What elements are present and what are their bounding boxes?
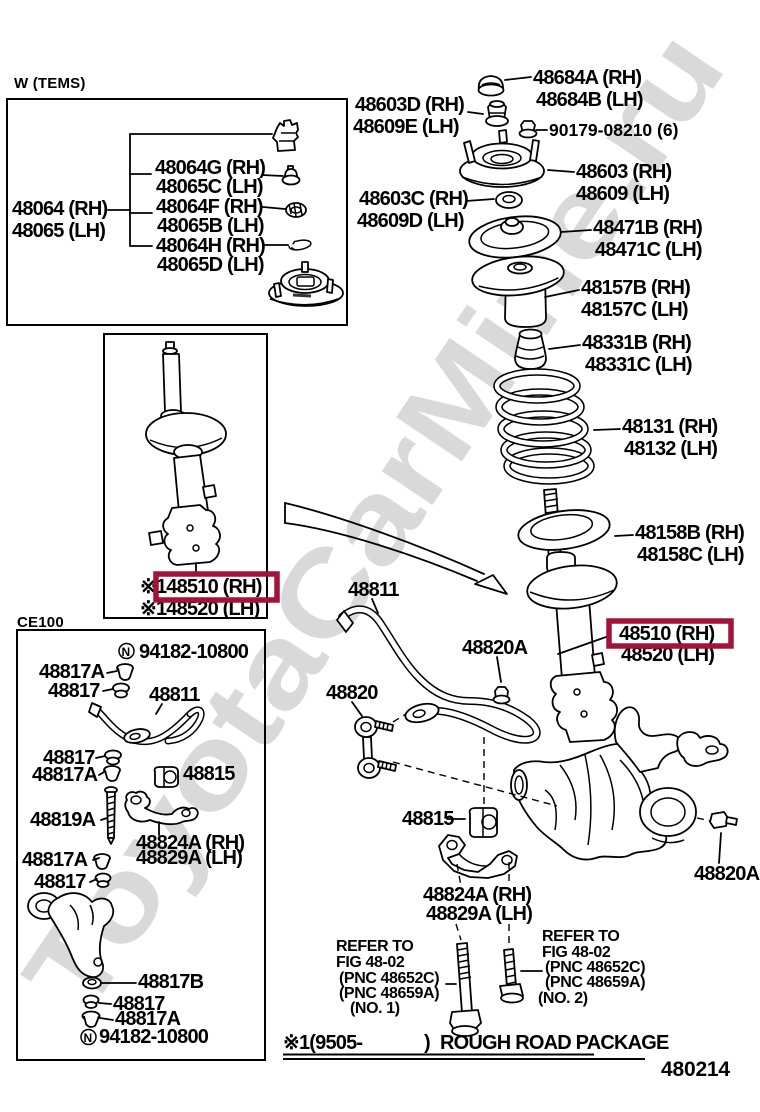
svg-text:48824A (RH): 48824A (RH) [136, 832, 244, 854]
svg-text:(PNC 48659A): (PNC 48659A) [339, 985, 439, 1002]
svg-text:W (TEMS): W (TEMS) [14, 75, 86, 92]
svg-text:48820A: 48820A [694, 863, 760, 885]
svg-text:(PNC 48659A): (PNC 48659A) [545, 974, 645, 991]
svg-text:(PNC 48652C): (PNC 48652C) [545, 959, 645, 976]
svg-text:48820: 48820 [326, 682, 378, 704]
svg-text:48064H (RH): 48064H (RH) [156, 235, 265, 257]
svg-text:48609D (LH): 48609D (LH) [357, 210, 464, 232]
svg-text:N: N [84, 1031, 93, 1045]
svg-text:48064F (RH): 48064F (RH) [156, 196, 263, 218]
svg-text:48811: 48811 [149, 684, 200, 706]
svg-text:(NO. 1): (NO. 1) [350, 1000, 400, 1017]
svg-text:48817: 48817 [113, 993, 165, 1015]
svg-text:48471C (LH): 48471C (LH) [595, 239, 702, 261]
svg-text:480214: 480214 [661, 1058, 730, 1081]
svg-text:48157C (LH): 48157C (LH) [581, 299, 688, 321]
svg-text:48817A: 48817A [39, 661, 105, 683]
svg-text:94182-10800: 94182-10800 [99, 1026, 209, 1048]
svg-text:(PNC 48652C): (PNC 48652C) [339, 970, 439, 987]
svg-text:48819A: 48819A [30, 809, 96, 831]
svg-text:48064 (RH): 48064 (RH) [12, 198, 108, 220]
svg-text:): ) [424, 1032, 430, 1054]
svg-text:CE100: CE100 [17, 614, 64, 631]
svg-text:48603D (RH): 48603D (RH) [355, 94, 464, 116]
svg-text:48603C (RH): 48603C (RH) [359, 188, 468, 210]
svg-text:48824A (RH): 48824A (RH) [423, 884, 531, 906]
svg-text:48817B: 48817B [138, 971, 204, 993]
svg-text:48817: 48817 [43, 747, 95, 769]
svg-text:48817: 48817 [34, 871, 86, 893]
svg-text:48065 (LH): 48065 (LH) [12, 220, 105, 242]
svg-text:※1(9505-: ※1(9505- [283, 1032, 362, 1054]
svg-text:48609 (LH): 48609 (LH) [576, 183, 669, 205]
svg-text:48829A (LH): 48829A (LH) [136, 847, 242, 869]
svg-text:48609E (LH): 48609E (LH) [353, 116, 459, 138]
svg-text:48510 (RH): 48510 (RH) [619, 623, 715, 645]
svg-text:48132 (LH): 48132 (LH) [624, 438, 717, 460]
svg-text:※148510 (RH): ※148510 (RH) [140, 576, 262, 598]
svg-text:48331C (LH): 48331C (LH) [585, 354, 692, 376]
svg-text:48811: 48811 [348, 579, 399, 601]
svg-text:48158B (RH): 48158B (RH) [635, 522, 744, 544]
svg-text:48817: 48817 [48, 680, 100, 702]
svg-text:REFER TO: REFER TO [336, 938, 413, 955]
svg-text:FIG 48-02: FIG 48-02 [542, 944, 611, 961]
svg-text:48684B (LH): 48684B (LH) [536, 89, 643, 111]
svg-text:48065B (LH): 48065B (LH) [157, 215, 264, 237]
svg-text:48815: 48815 [183, 763, 235, 785]
svg-text:FIG 48-02: FIG 48-02 [336, 954, 405, 971]
svg-text:48520 (LH): 48520 (LH) [621, 644, 714, 666]
svg-text:48817A: 48817A [32, 764, 98, 786]
svg-text:N: N [122, 645, 131, 659]
svg-text:48157B (RH): 48157B (RH) [581, 277, 690, 299]
svg-text:(NO. 2): (NO. 2) [538, 990, 588, 1007]
svg-text:ROUGH ROAD PACKAGE: ROUGH ROAD PACKAGE [440, 1032, 669, 1054]
svg-text:48817A: 48817A [115, 1008, 181, 1030]
svg-text:48131 (RH): 48131 (RH) [622, 416, 718, 438]
svg-text:48064G (RH): 48064G (RH) [155, 157, 265, 179]
svg-text:48820A: 48820A [462, 637, 528, 659]
svg-text:48065C (LH): 48065C (LH) [156, 176, 263, 198]
svg-text:48603 (RH): 48603 (RH) [576, 161, 672, 183]
svg-text:REFER TO: REFER TO [542, 928, 619, 945]
svg-text:90179-08210 (6): 90179-08210 (6) [549, 120, 678, 140]
svg-text:48817A: 48817A [22, 849, 88, 871]
svg-text:48331B (RH): 48331B (RH) [582, 332, 691, 354]
svg-text:48065D (LH): 48065D (LH) [157, 254, 264, 276]
svg-text:94182-10800: 94182-10800 [139, 641, 249, 663]
svg-text:48815: 48815 [402, 808, 454, 830]
svg-text:48471B (RH): 48471B (RH) [593, 217, 702, 239]
svg-text:48684A (RH): 48684A (RH) [533, 67, 641, 89]
svg-text:※148520 (LH): ※148520 (LH) [140, 598, 260, 620]
svg-text:48829A (LH): 48829A (LH) [426, 903, 532, 925]
svg-text:48158C (LH): 48158C (LH) [637, 544, 744, 566]
